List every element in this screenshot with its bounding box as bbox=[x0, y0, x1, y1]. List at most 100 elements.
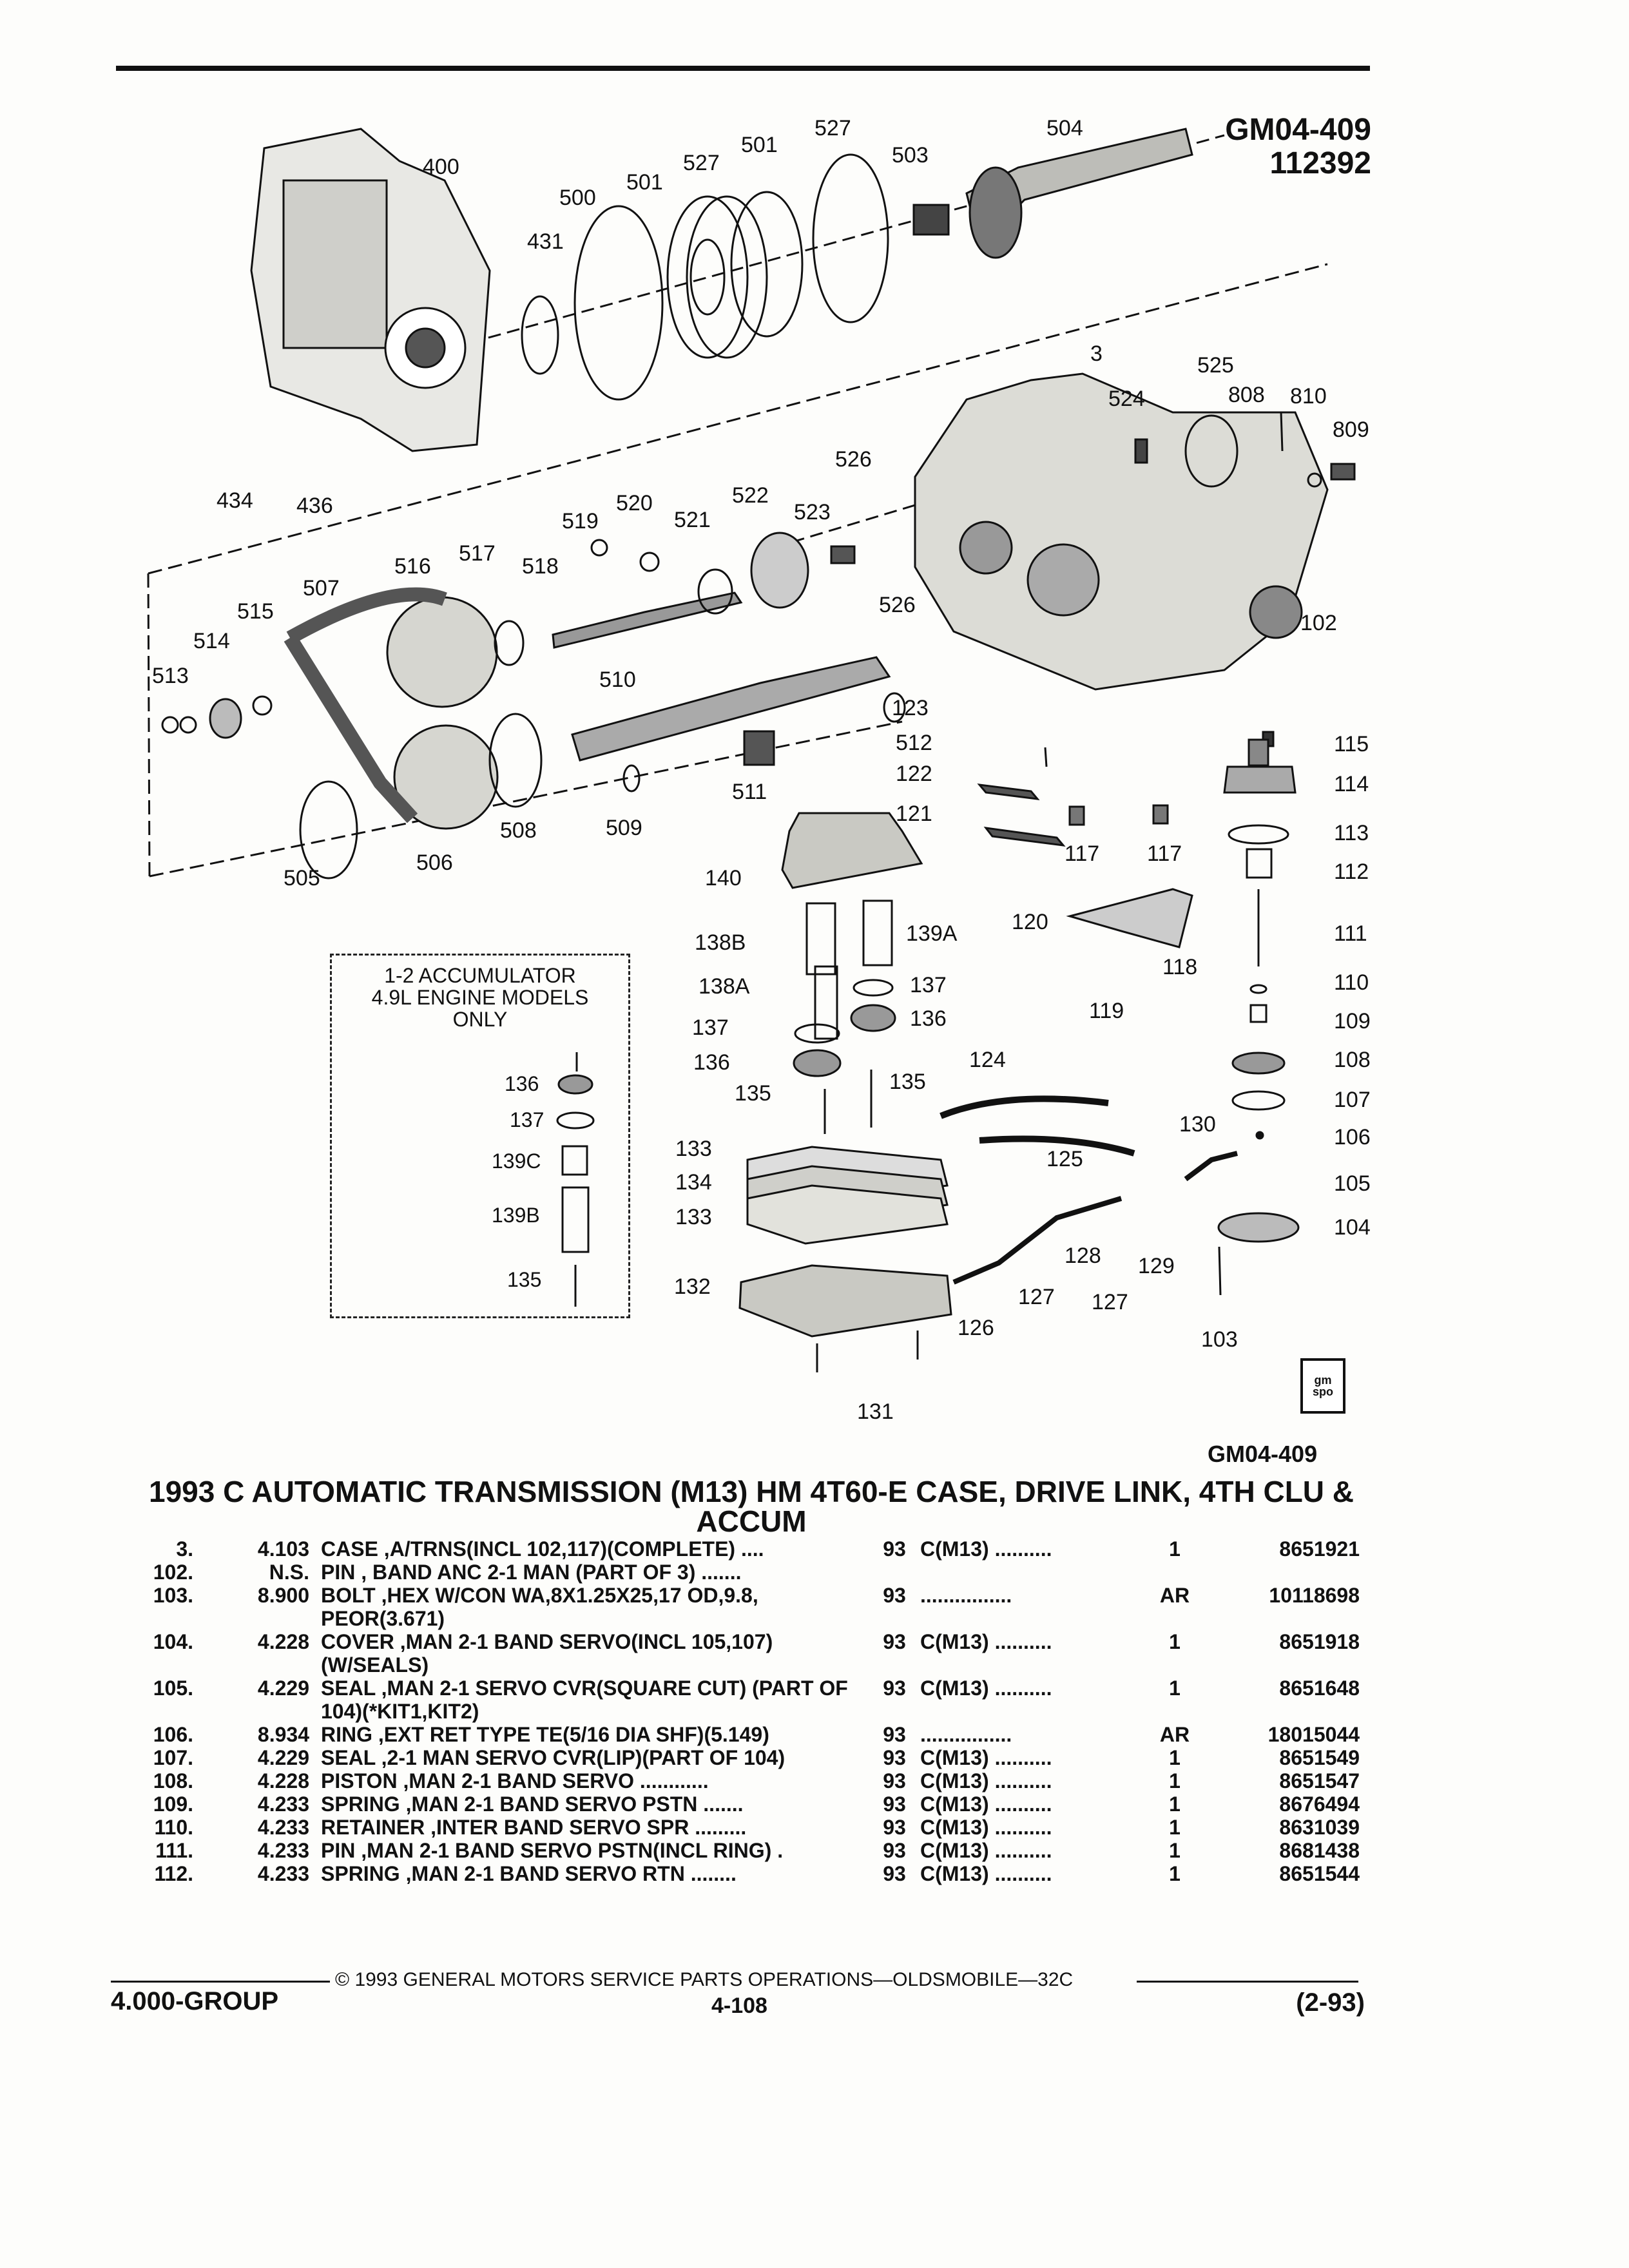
callout-434: 434 bbox=[217, 488, 253, 513]
part-model: C(M13) .......... bbox=[920, 1537, 1052, 1561]
callout-508: 508 bbox=[500, 818, 537, 843]
callout-102: 102 bbox=[1300, 611, 1337, 635]
inset-callout-135: 135 bbox=[507, 1268, 541, 1291]
callout-505: 505 bbox=[284, 866, 320, 890]
part-quantity: 1 bbox=[1169, 1816, 1181, 1839]
part-ref: 111. bbox=[155, 1839, 193, 1862]
part-group: 4.103 bbox=[257, 1537, 309, 1561]
callout-808: 808 bbox=[1228, 383, 1265, 407]
part-ref: 105. bbox=[153, 1677, 193, 1700]
callout-120: 120 bbox=[1012, 910, 1048, 934]
callout-509: 509 bbox=[606, 816, 642, 840]
part-description: PISTON ,MAN 2-1 BAND SERVO ............ bbox=[321, 1769, 709, 1792]
callout-514: 514 bbox=[193, 629, 230, 653]
callout-504: 504 bbox=[1046, 116, 1083, 140]
inset-accumulator-box: 1-2 ACCUMULATOR 4.9L ENGINE MODELS ONLY … bbox=[330, 954, 630, 1318]
callout-123: 123 bbox=[892, 696, 929, 720]
part-model: C(M13) .......... bbox=[920, 1769, 1052, 1792]
callout-111: 111 bbox=[1334, 921, 1367, 946]
part-year: 93 bbox=[883, 1630, 906, 1653]
part-number: 18015044 bbox=[1268, 1723, 1360, 1746]
part-group: 4.233 bbox=[257, 1816, 309, 1839]
part-description: SPRING ,MAN 2-1 BAND SERVO RTN ........ bbox=[321, 1862, 737, 1885]
part-quantity: AR bbox=[1159, 1723, 1190, 1746]
footer-rule-left bbox=[111, 1981, 330, 1983]
callout-520: 520 bbox=[616, 491, 653, 515]
part-group: 4.228 bbox=[257, 1630, 309, 1653]
callout-137a: 137 bbox=[692, 1015, 729, 1040]
inset-callout-136: 136 bbox=[505, 1072, 539, 1095]
callout-500: 500 bbox=[559, 186, 596, 210]
part-group: 4.229 bbox=[257, 1746, 309, 1769]
part-description: CASE ,A/TRNS(INCL 102,117)(COMPLETE) ...… bbox=[321, 1537, 764, 1561]
sprocket-506 bbox=[393, 724, 499, 830]
top-rule bbox=[116, 66, 1370, 71]
callout-113: 113 bbox=[1334, 821, 1369, 845]
callout-526b: 526 bbox=[879, 593, 916, 617]
part-year: 93 bbox=[883, 1537, 906, 1561]
part-description: BOLT ,HEX W/CON WA,8X1.25X25,17 OD,9.8, … bbox=[321, 1584, 758, 1630]
inset-caption: 1-2 ACCUMULATOR 4.9L ENGINE MODELS ONLY bbox=[332, 965, 628, 1030]
part-group: N.S. bbox=[269, 1561, 309, 1584]
part-quantity: 1 bbox=[1169, 1677, 1181, 1700]
callout-127a: 127 bbox=[1018, 1285, 1055, 1309]
part-ref: 3. bbox=[176, 1537, 193, 1561]
part-quantity: 1 bbox=[1169, 1792, 1181, 1816]
inset-caption-line1: 1-2 ACCUMULATOR bbox=[384, 964, 576, 987]
callout-124: 124 bbox=[969, 1048, 1006, 1072]
part-year: 93 bbox=[883, 1816, 906, 1839]
part-quantity: 1 bbox=[1169, 1537, 1181, 1561]
parts-row: 3. 4.103 CASE ,A/TRNS(INCL 102,117)(COMPLE… bbox=[135, 1537, 1360, 1561]
callout-114: 114 bbox=[1334, 772, 1369, 796]
servo-cover-104 bbox=[1217, 1212, 1300, 1243]
part-number: 8651918 bbox=[1279, 1630, 1360, 1653]
callout-127b: 127 bbox=[1092, 1290, 1128, 1314]
callout-109: 109 bbox=[1334, 1009, 1371, 1033]
part-model: C(M13) .......... bbox=[920, 1839, 1052, 1862]
clutch-501b bbox=[730, 191, 804, 338]
callout-524: 524 bbox=[1108, 387, 1145, 411]
figure-number: 112392 bbox=[1269, 146, 1371, 180]
callout-515: 515 bbox=[237, 599, 274, 624]
exploded-parts-diagram: 400 431 434 436 500 501 527 501 527 503 … bbox=[147, 116, 1371, 1424]
callout-3: 3 bbox=[1090, 341, 1103, 366]
callout-103: 103 bbox=[1201, 1327, 1238, 1352]
plate-527 bbox=[812, 153, 889, 323]
callout-140: 140 bbox=[705, 866, 742, 890]
callout-121: 121 bbox=[896, 802, 932, 826]
callout-518: 518 bbox=[522, 554, 559, 579]
part-year: 93 bbox=[883, 1862, 906, 1885]
part-description: PIN , BAND ANC 2-1 MAN (PART OF 3) .....… bbox=[321, 1561, 742, 1584]
part-year: 93 bbox=[883, 1677, 906, 1700]
part-description: COVER ,MAN 2-1 BAND SERVO(INCL 105,107) … bbox=[321, 1630, 773, 1677]
part-number: 10118698 bbox=[1269, 1584, 1360, 1607]
part-group: 4.233 bbox=[257, 1839, 309, 1862]
shaft-510 bbox=[571, 656, 891, 762]
callout-138A: 138A bbox=[699, 974, 750, 999]
callout-104: 104 bbox=[1334, 1215, 1371, 1240]
part-description: RING ,EXT RET TYPE TE(5/16 DIA SHF)(5.14… bbox=[321, 1723, 769, 1746]
callout-139A: 139A bbox=[906, 921, 958, 946]
part-number: 8651921 bbox=[1279, 1537, 1360, 1561]
callout-519: 519 bbox=[562, 509, 599, 533]
part-quantity: 1 bbox=[1169, 1746, 1181, 1769]
part-quantity: 1 bbox=[1169, 1769, 1181, 1792]
part-model bbox=[920, 1561, 1152, 1584]
inset-callout-137: 137 bbox=[510, 1108, 544, 1131]
part-model: C(M13) .......... bbox=[920, 1746, 1052, 1769]
part-number: 8631039 bbox=[1279, 1816, 1360, 1839]
footer-rule-right bbox=[1137, 1981, 1358, 1983]
part-group: 4.229 bbox=[257, 1677, 309, 1700]
footer-edition: (2-93) bbox=[1296, 1988, 1365, 2017]
part-model: C(M13) .......... bbox=[920, 1792, 1052, 1816]
callout-431: 431 bbox=[527, 229, 564, 254]
part-quantity: 1 bbox=[1169, 1839, 1181, 1862]
accumulator-cover-132 bbox=[738, 1264, 952, 1338]
callout-501a: 501 bbox=[626, 170, 663, 195]
callout-503: 503 bbox=[892, 143, 929, 168]
callout-523: 523 bbox=[794, 500, 831, 524]
callout-122: 122 bbox=[896, 762, 932, 786]
inset-caption-line3: ONLY bbox=[452, 1008, 508, 1031]
part-quantity bbox=[1152, 1561, 1197, 1584]
